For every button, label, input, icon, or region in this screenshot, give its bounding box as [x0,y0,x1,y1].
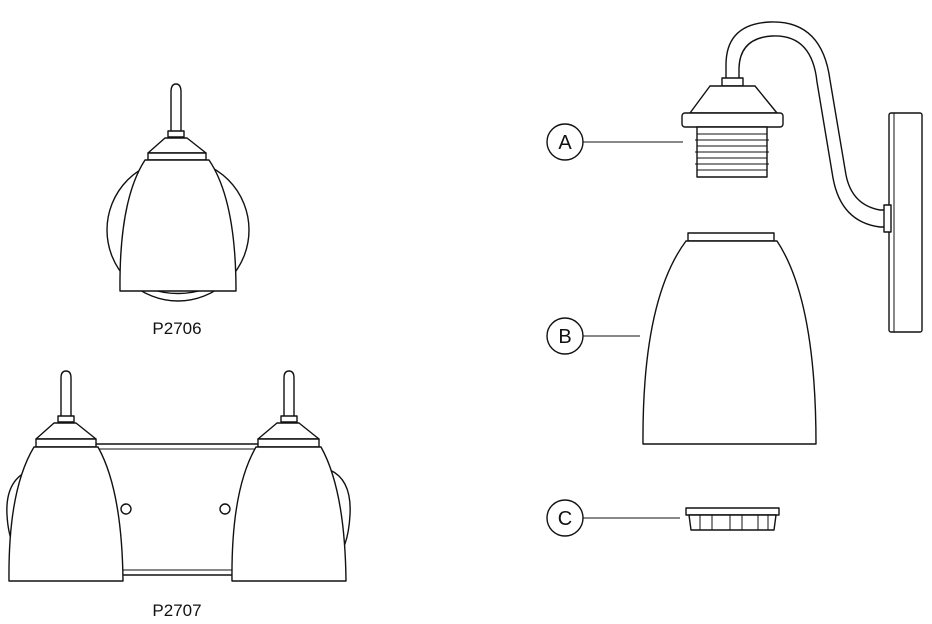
model-label-p2707: P2707 [152,601,201,620]
fixture-p2706-drawing [106,83,250,302]
model-label-p2706: P2706 [152,319,201,338]
callout-b: B [546,317,640,355]
callout-c: C [546,499,680,537]
callout-b-letter: B [558,326,571,348]
callout-a-letter: A [558,132,572,154]
callout-c-letter: C [558,508,572,530]
callout-a: A [546,123,683,161]
sconce-arm-and-wall-plate [721,21,923,333]
fixture-p2707-drawing [6,370,351,582]
part-c-ring-nut [685,507,780,531]
part-b-glass-shade [642,232,817,445]
part-a-socket-cover [681,85,784,178]
